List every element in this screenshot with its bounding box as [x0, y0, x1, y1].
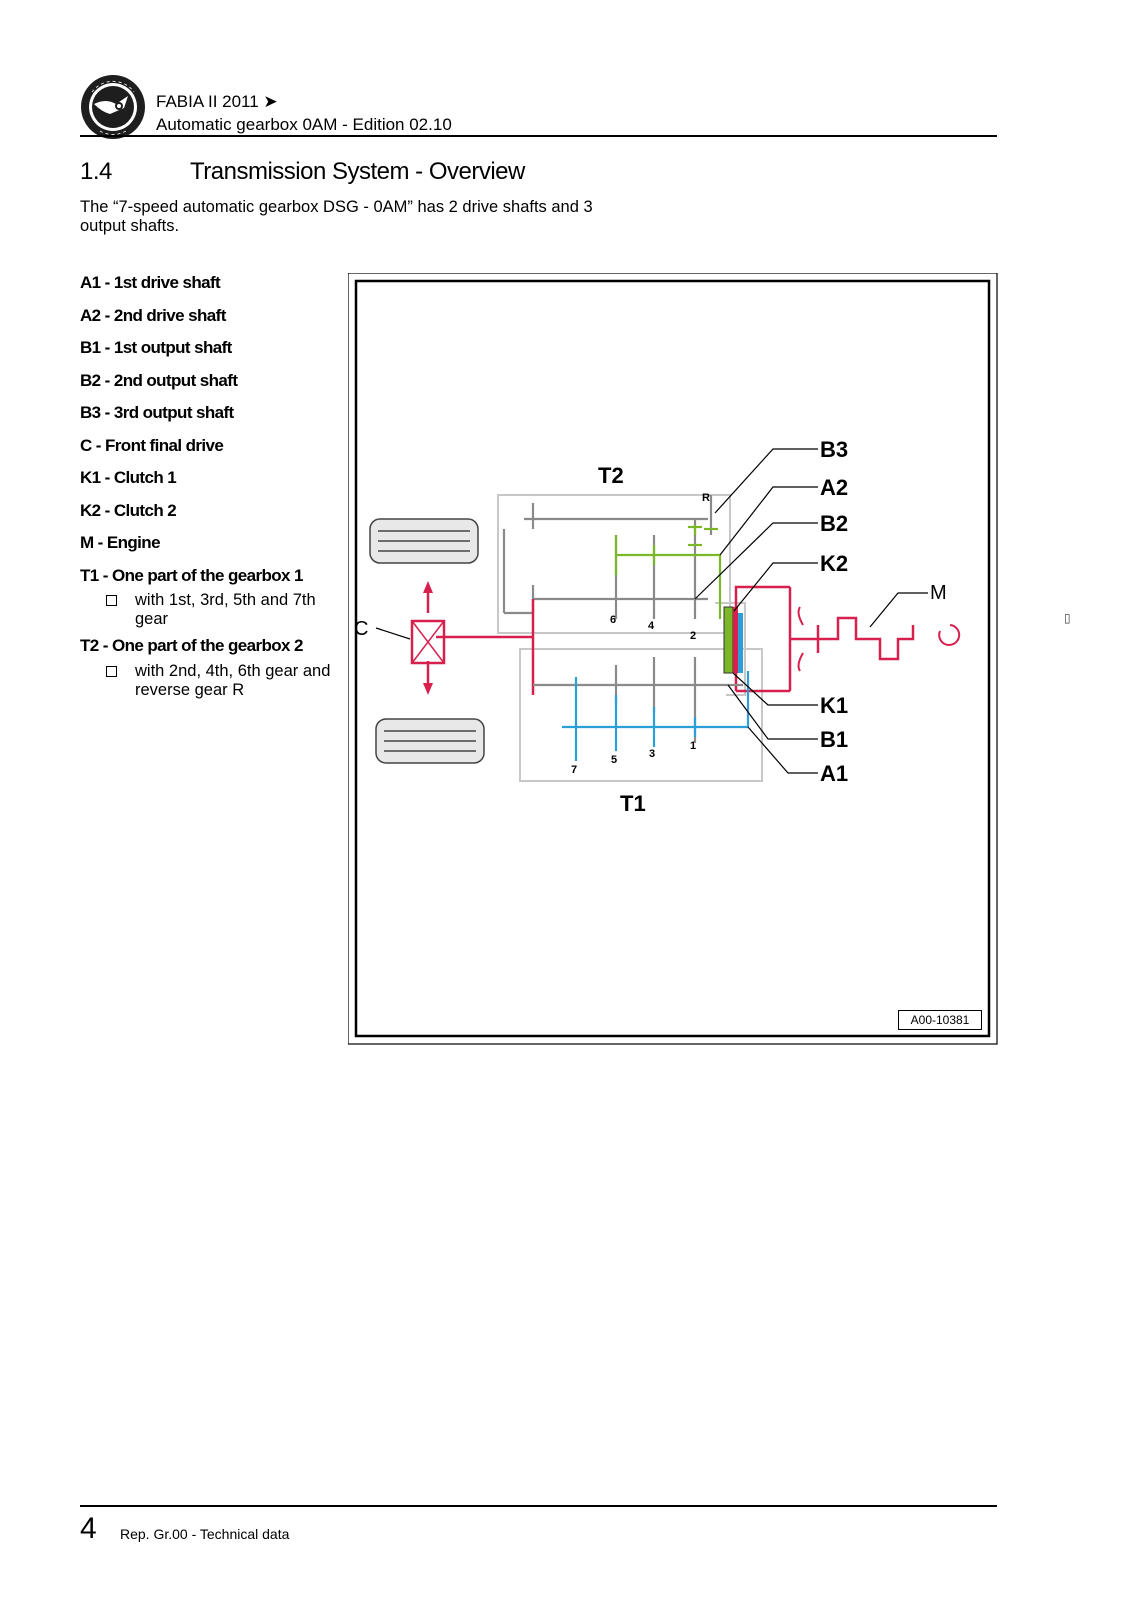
- shaft-b3: [524, 503, 708, 529]
- skoda-logo: [81, 75, 145, 139]
- label-m: M: [930, 582, 947, 604]
- transmission-diagram: B3 A2 B2 K2 K1 B1 A1 T2 T1 M C 6 4 2 R 1…: [348, 273, 998, 1045]
- legend-k2: K2 - Clutch 2: [80, 500, 177, 520]
- rotation-arrow-icon: [797, 606, 804, 626]
- label-t2: T2: [598, 463, 624, 488]
- legend-b1: B1 - 1st output shaft: [80, 338, 232, 357]
- gear-2-label: 2: [690, 630, 696, 642]
- label-k2: K2: [820, 551, 848, 576]
- checkbox-bullet-icon: [106, 665, 117, 677]
- label-b3: B3: [820, 437, 848, 462]
- gear-r-label: R: [702, 492, 710, 504]
- label-a2: A2: [820, 475, 848, 500]
- label-a1: A1: [820, 761, 848, 786]
- wheel-bottom-icon: [375, 718, 485, 764]
- legend-a1: A1 - 1st drive shaft: [80, 273, 221, 292]
- intro-text: The “7-speed automatic gearbox DSG - 0AM…: [80, 198, 593, 235]
- gear-4-label: 4: [648, 620, 655, 632]
- footer-divider: [80, 1505, 997, 1507]
- legend-m: M - Engine: [80, 533, 161, 552]
- gear-7-label: 7: [571, 764, 577, 776]
- header-model: FABIA II 2011 ➤: [156, 92, 278, 111]
- t2-housing: [497, 494, 731, 634]
- crankshaft: [818, 616, 915, 661]
- margin-marker-icon: ▯: [1064, 611, 1071, 625]
- legend-t1-detail-text: with 1st, 3rd, 5th and 7th gear: [135, 591, 316, 628]
- shaft-a2-green: [614, 525, 722, 619]
- legend: A1 - 1st drive shaft A2 - 2nd drive shaf…: [80, 272, 350, 706]
- legend-t1: T1 - One part of the gearbox 1: [80, 565, 303, 585]
- header-subtitle: Automatic gearbox 0AM - Edition 02.10: [156, 115, 452, 134]
- shaft-a1-blue: [562, 671, 750, 761]
- legend-c: C - Front final drive: [80, 435, 224, 455]
- legend-a2: A2 - 2nd drive shaft: [80, 305, 226, 325]
- legend-b2: B2 - 2nd output shaft: [80, 370, 238, 390]
- figure-inner-frame: [354, 279, 991, 1038]
- gearbox-housings: [497, 494, 763, 782]
- label-b2: B2: [820, 511, 848, 536]
- section-number: 1.4: [80, 158, 112, 185]
- engine-and-final-drive: [426, 585, 915, 695]
- rotation-arrow-icon: [797, 652, 804, 672]
- label-b1: B1: [820, 727, 848, 752]
- leader-lines: [375, 448, 928, 774]
- clutch-input-plate: [738, 613, 743, 673]
- engine-rotation-icon: [938, 624, 961, 646]
- section-title: Transmission System - Overview: [190, 158, 525, 185]
- legend-t2-detail: with 2nd, 4th, 6th gear and reverse gear…: [80, 662, 350, 700]
- gear-1-label: 1: [690, 740, 696, 752]
- arrow-up-icon: [423, 581, 433, 593]
- legend-t2: T2 - One part of the gearbox 2: [80, 636, 303, 655]
- clutch-k1-plate: [733, 607, 738, 673]
- page-number: 4: [80, 1512, 97, 1545]
- legend-t2-detail-text: with 2nd, 4th, 6th gear and reverse gear…: [135, 661, 331, 699]
- legend-k1: K1 - Clutch 1: [80, 468, 177, 487]
- t2-grey-shafts: [502, 495, 713, 619]
- footer-text: Rep. Gr.00 - Technical data: [120, 1526, 290, 1542]
- wheel-top-icon: [369, 518, 479, 564]
- final-drive-box: [410, 619, 446, 665]
- legend-b3: B3 - 3rd output shaft: [80, 403, 234, 422]
- gear-3-label: 3: [649, 748, 655, 760]
- legend-t1-detail: with 1st, 3rd, 5th and 7th gear: [80, 591, 350, 629]
- arrow-down-icon: [423, 683, 433, 695]
- t1-housing: [519, 648, 763, 782]
- t1-grey-shafts: [533, 657, 743, 743]
- label-c: C: [354, 618, 368, 640]
- label-k1: K1: [820, 693, 848, 718]
- figure-id: A00-10381: [898, 1010, 982, 1030]
- gear-6-label: 6: [610, 614, 616, 626]
- checkbox-bullet-icon: [106, 595, 117, 606]
- clutch-k2-plate: [723, 606, 734, 674]
- label-t1: T1: [620, 791, 646, 816]
- header-divider: [80, 135, 997, 137]
- figure-outer-frame: [348, 273, 998, 1045]
- gear-5-label: 5: [611, 754, 617, 766]
